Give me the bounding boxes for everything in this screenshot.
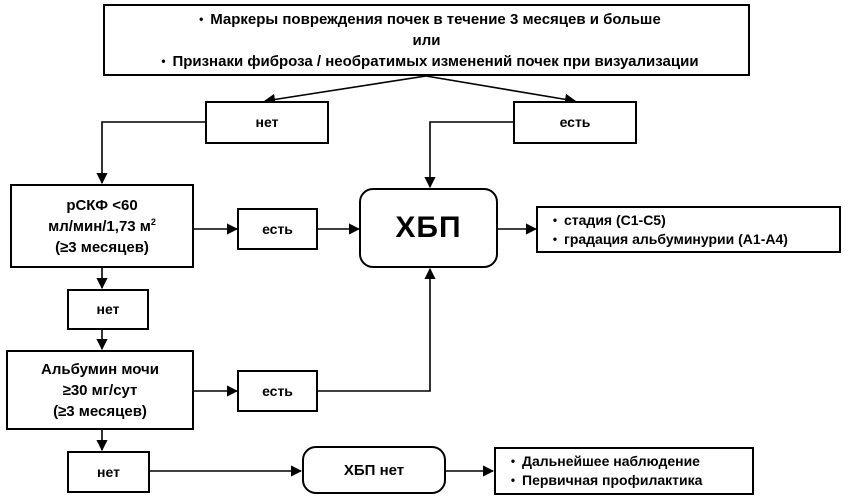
ckd-box: ХБП: [359, 188, 498, 268]
no-albumin-box: нет: [67, 451, 150, 493]
yes-gfr-box: есть: [237, 208, 318, 250]
top-criteria-line3: • Признаки фиброза / необратимых изменен…: [154, 51, 698, 72]
yes-top-box: есть: [513, 101, 637, 144]
ckd-details-item-stage: • стадия (С1-С5): [546, 211, 666, 230]
gfr-line1: рСКФ <60: [66, 196, 138, 214]
followup-item-prevention: • Первичная профилактика: [504, 471, 703, 490]
arrow-top-to-yes: [425, 75, 577, 105]
gfr-line2: мл/мин/1,73 м2: [48, 216, 156, 235]
no-top-box: нет: [205, 101, 329, 144]
bullet-icon: •: [161, 53, 166, 68]
followup-box: • Дальнейшее наблюдение • Первичная проф…: [494, 447, 754, 495]
arrow-yes-to-ckd: [424, 121, 513, 189]
yes-albumin-label: есть: [262, 382, 293, 399]
bullet-icon: •: [552, 231, 558, 246]
no-gfr-label: нет: [96, 301, 120, 317]
ckd-label: ХБП: [395, 211, 462, 244]
followup-item-observation: • Дальнейшее наблюдение: [504, 452, 700, 471]
albumin-line1: Альбумин мочи: [41, 360, 159, 378]
no-ckd-box: ХБП нет: [302, 446, 446, 494]
bullet-icon: •: [510, 454, 516, 468]
yes-top-label: есть: [559, 114, 591, 130]
gfr-box: рСКФ <60 мл/мин/1,73 м2 (≥3 месяцев): [10, 184, 194, 268]
ckd-details-box: • стадия (С1-С5) • градация альбуминурии…: [536, 206, 841, 253]
gfr-line3: (≥3 месяцев): [55, 238, 149, 256]
arrow-yes-to-ckd-up: [318, 267, 436, 392]
bullet-icon: •: [552, 212, 558, 227]
no-ckd-label: ХБП нет: [343, 461, 405, 479]
bullet-icon: •: [510, 473, 516, 487]
albumin-line3: (≥3 месяцев): [53, 402, 147, 420]
top-criteria-box: • Маркеры повреждения почек в течение 3 …: [103, 4, 750, 76]
ckd-details-item-albuminuria: • градация альбуминурии (А1-А4): [546, 230, 788, 249]
yes-gfr-label: есть: [262, 220, 293, 237]
albumin-line2: ≥30 мг/сут: [62, 381, 138, 399]
albumin-box: Альбумин мочи ≥30 мг/сут (≥3 месяцев): [6, 350, 194, 430]
bullet-icon: •: [199, 11, 204, 26]
top-criteria-line1: • Маркеры повреждения почек в течение 3 …: [192, 9, 661, 30]
arrow-no-to-gfr: [96, 121, 205, 185]
no-top-label: нет: [255, 114, 279, 130]
no-gfr-box: нет: [67, 289, 149, 330]
yes-albumin-box: есть: [237, 370, 318, 412]
arrow-top-to-no: [263, 75, 427, 105]
top-criteria-or: или: [412, 31, 441, 49]
no-albumin-label: нет: [97, 463, 120, 480]
